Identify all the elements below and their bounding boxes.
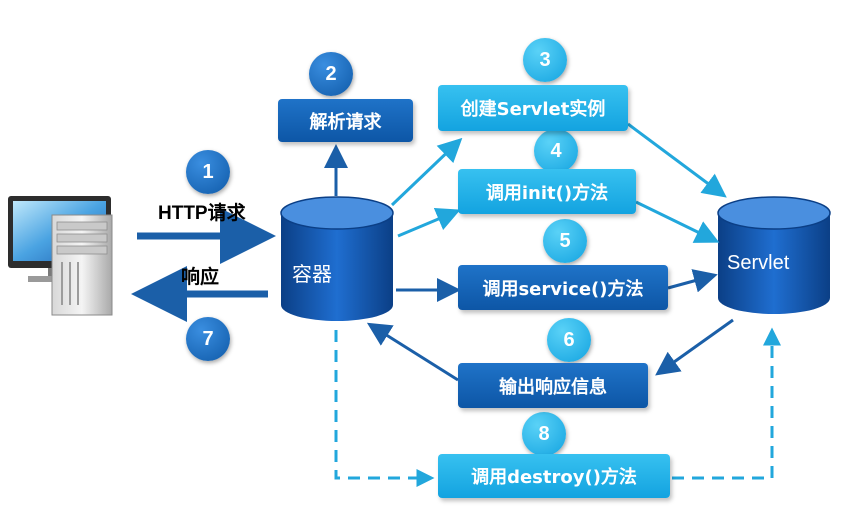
call-service-box: 调用service()方法 <box>458 265 668 310</box>
create-servlet-instance-box: 创建Servlet实例 <box>438 85 628 131</box>
servlet-cylinder <box>717 196 831 314</box>
instance-to-servlet-arrow <box>627 122 727 198</box>
servlet-to-output-arrow <box>655 318 734 376</box>
client-computer-icon <box>8 196 113 316</box>
step-badge-6: 6 <box>547 318 591 362</box>
destroy-dashed-arrow-out <box>672 327 781 480</box>
service-to-servlet-arrow <box>667 269 718 293</box>
step-badge-5: 5 <box>543 219 587 263</box>
create-instance-arrow <box>390 137 463 207</box>
destroy-dashed-arrow-in <box>334 330 435 487</box>
http-request-label: HTTP请求 <box>158 203 246 224</box>
step-badge-7: 7 <box>186 317 230 361</box>
output-response-box: 输出响应信息 <box>458 363 648 408</box>
step-badge-3: 3 <box>523 38 567 82</box>
step-badge-8: 8 <box>522 412 566 456</box>
servlet-label: Servlet <box>727 252 790 274</box>
step-badge-1: 1 <box>186 150 230 194</box>
container-label: 容器 <box>292 264 332 286</box>
init-to-servlet-arrow <box>635 200 720 243</box>
call-destroy-box: 调用destroy()方法 <box>438 454 670 498</box>
step-badge-2: 2 <box>309 52 353 96</box>
call-init-box: 调用init()方法 <box>458 169 636 214</box>
response-label: 响应 <box>181 267 220 288</box>
init-arrow <box>397 207 461 238</box>
output-to-container-arrow <box>366 322 459 382</box>
parse-request-box: 解析请求 <box>278 99 413 142</box>
container-cylinder <box>280 196 394 321</box>
step-badge-4: 4 <box>534 129 578 173</box>
